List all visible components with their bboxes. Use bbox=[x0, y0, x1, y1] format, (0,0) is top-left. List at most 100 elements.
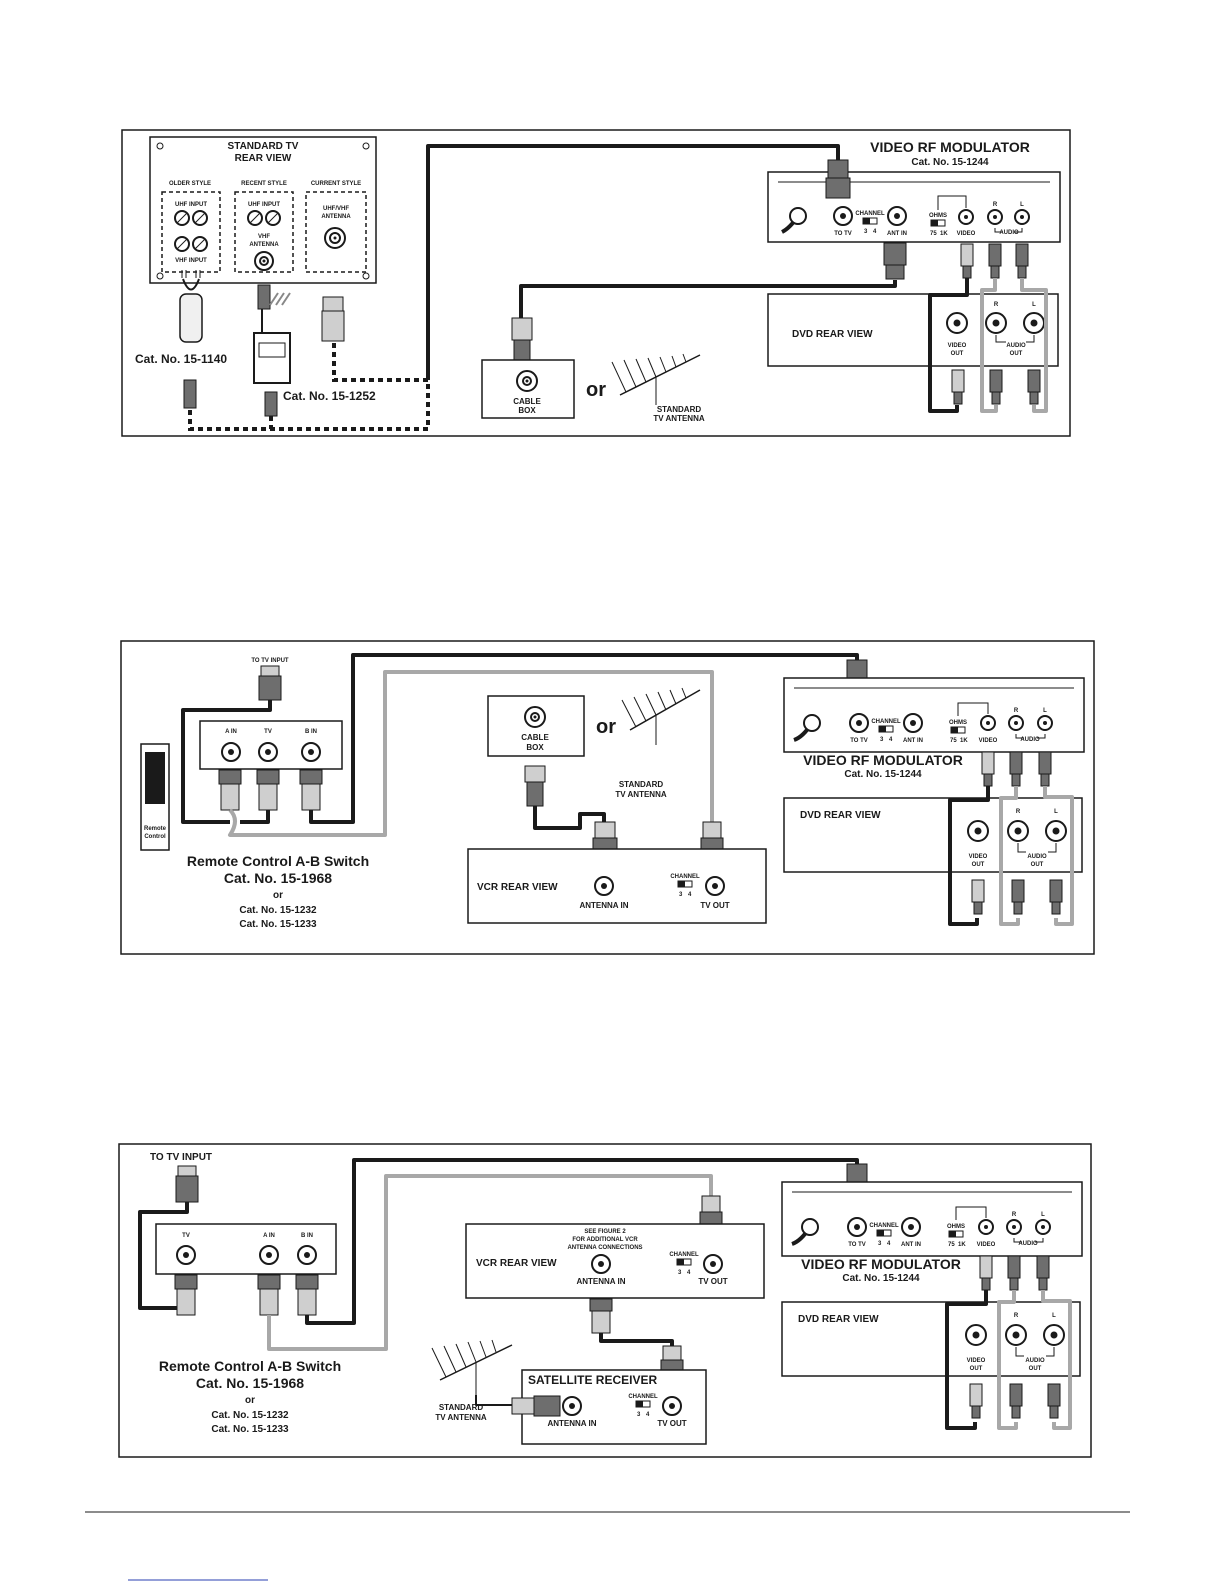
uhf-vhf-antenna-label-2: ANTENNA bbox=[321, 214, 351, 220]
ohms-label: OHMS bbox=[949, 720, 967, 726]
audio-out-label: AUDIO bbox=[1025, 1358, 1045, 1364]
r-label: R bbox=[1012, 1212, 1017, 1218]
rca-plug-icon bbox=[971, 879, 1063, 915]
modulator-title: VIDEO RF MODULATOR bbox=[801, 1256, 961, 1272]
cat-15-1233: Cat. No. 15-1233 bbox=[211, 1424, 289, 1435]
ch4-label: 4 bbox=[687, 1270, 691, 1276]
tv-label: TV bbox=[182, 1233, 190, 1239]
rca-plug-icon bbox=[969, 1383, 1061, 1419]
dvd-title: DVD REAR VIEW bbox=[798, 1314, 879, 1325]
audio-out-label-2: OUT bbox=[1031, 862, 1044, 868]
channel-label: CHANNEL bbox=[869, 1223, 899, 1229]
ch3-label: 3 bbox=[678, 1270, 682, 1276]
vhf-antenna-label: VHF bbox=[258, 234, 270, 240]
ohms-label: OHMS bbox=[947, 1224, 965, 1230]
switch-title: Remote Control A-B Switch bbox=[187, 853, 369, 869]
ch3-label: 3 bbox=[679, 892, 683, 898]
rf-modulator-rear: TO TV CHANNEL 3 4 ANT IN OHMS 75 1K VIDE… bbox=[781, 1181, 1083, 1257]
coax-jack-icon bbox=[254, 251, 274, 271]
dvd-title: DVD REAR VIEW bbox=[792, 329, 873, 340]
l-label: L bbox=[1041, 1212, 1045, 1218]
figure-3: TO TV INPUT TV A IN B IN Remote Control … bbox=[118, 1143, 1092, 1458]
dvd-r-label: R bbox=[994, 302, 999, 308]
audio-l-cable bbox=[1020, 278, 1048, 413]
rca-plug-icon bbox=[979, 1255, 1050, 1291]
dvd-l-label: L bbox=[1054, 809, 1058, 815]
uhf-vhf-antenna-label: UHF/VHF bbox=[323, 206, 349, 212]
rca-plug-icon bbox=[951, 369, 1041, 405]
coax-cable-gray bbox=[228, 670, 714, 837]
older-style-label: OLDER STYLE bbox=[169, 181, 211, 187]
recent-style-label: RECENT STYLE bbox=[241, 181, 287, 187]
coax-plug-icon bbox=[218, 769, 323, 811]
channel-label: CHANNEL bbox=[669, 1252, 699, 1258]
coax-plug-icon bbox=[511, 1395, 561, 1417]
sat-ch4-label: 4 bbox=[646, 1412, 650, 1418]
coax-cable bbox=[519, 280, 897, 318]
rf-modulator-rear: TO TV CHANNEL 3 4 ANT IN OHMS 75 1K VIDE… bbox=[767, 171, 1061, 243]
or-small: or bbox=[245, 1395, 255, 1406]
tv-title: STANDARD TV bbox=[228, 141, 299, 152]
cat-15-1232: Cat. No. 15-1232 bbox=[211, 1410, 289, 1421]
tv-antenna-icon bbox=[621, 687, 701, 745]
channel-label: CHANNEL bbox=[670, 874, 700, 880]
screw-terminals-recent-icon bbox=[247, 210, 281, 226]
audio-r-cable bbox=[999, 786, 1020, 926]
sat-tv-out-label: TV OUT bbox=[657, 1419, 686, 1428]
sat-ch3-label: 3 bbox=[637, 1412, 641, 1418]
audio-out-label: AUDIO bbox=[1027, 854, 1047, 860]
cat-15-1232: Cat. No. 15-1232 bbox=[239, 905, 317, 916]
optional-connection-cable bbox=[188, 343, 430, 431]
sat-antenna-in-label: ANTENNA IN bbox=[547, 1419, 596, 1428]
ab-switch: A IN TV B IN bbox=[199, 720, 343, 770]
current-style-label: CURRENT STYLE bbox=[311, 181, 361, 187]
vhf-antenna-label-2: ANTENNA bbox=[249, 242, 279, 248]
ab-switch: TV A IN B IN bbox=[155, 1223, 337, 1275]
modulator-cat: Cat. No. 15-1244 bbox=[842, 1273, 920, 1284]
ohm75-label: 75 bbox=[950, 738, 957, 744]
cat-15-1140: Cat. No. 15-1140 bbox=[135, 352, 227, 366]
cable-box-label-2: BOX bbox=[518, 406, 536, 415]
audio-out-label-2: OUT bbox=[1029, 1366, 1042, 1372]
ch4-label: 4 bbox=[889, 737, 893, 743]
see-figure-note-3: ANTENNA CONNECTIONS bbox=[567, 1245, 642, 1251]
video-out-label: VIDEO bbox=[969, 854, 988, 860]
ohm1k-label: 1K bbox=[940, 231, 948, 237]
to-tv-input-label: TO TV INPUT bbox=[251, 658, 289, 664]
coax-plug-icon bbox=[883, 242, 907, 280]
audio-label: AUDIO bbox=[1020, 737, 1040, 743]
coax-cable bbox=[426, 144, 840, 380]
coax-plug-icon bbox=[511, 317, 533, 363]
see-figure-note: SEE FIGURE 2 bbox=[584, 1229, 626, 1235]
ohm1k-label: 1K bbox=[958, 1242, 966, 1248]
switch-cat: Cat. No. 15-1968 bbox=[196, 1375, 304, 1391]
video-label: VIDEO bbox=[977, 1242, 996, 1248]
b-in-label: B IN bbox=[305, 729, 317, 735]
rf-modulator-rear: TO TV CHANNEL 3 4 ANT IN OHMS 75 1K VIDE… bbox=[783, 677, 1085, 753]
modulator-title: VIDEO RF MODULATOR bbox=[803, 752, 963, 768]
ant-in-label: ANT IN bbox=[887, 231, 907, 237]
coax-cable bbox=[181, 700, 272, 824]
tv-out-label: TV OUT bbox=[698, 1277, 727, 1286]
audio-r-cable bbox=[980, 278, 998, 413]
dvd-rear-view: DVD REAR VIEW VIDEO OUT R L AUDIO OUT bbox=[781, 1301, 1081, 1377]
video-out-label-2: OUT bbox=[972, 862, 985, 868]
ohm75-label: 75 bbox=[948, 1242, 955, 1248]
cat-15-1233: Cat. No. 15-1233 bbox=[239, 919, 317, 930]
remote-control-icon: Remote Control bbox=[140, 743, 170, 851]
switch-cat: Cat. No. 15-1968 bbox=[224, 870, 332, 886]
cable-box-label: CABLE bbox=[513, 397, 541, 406]
dvd-l-label: L bbox=[1032, 302, 1036, 308]
rca-plug-icon bbox=[960, 243, 1029, 279]
dvd-title: DVD REAR VIEW bbox=[800, 810, 881, 821]
audio-l-cable bbox=[1041, 1290, 1072, 1430]
uhf-input-recent-label: UHF INPUT bbox=[248, 202, 280, 208]
to-tv-label: TO TV bbox=[848, 1242, 866, 1248]
ch4-label: 4 bbox=[873, 229, 877, 235]
splitter-icon bbox=[253, 284, 291, 417]
coax-cable-2 bbox=[240, 810, 270, 824]
ch4-label: 4 bbox=[688, 892, 692, 898]
dvd-l-label: L bbox=[1052, 1313, 1056, 1319]
audio-label: AUDIO bbox=[1018, 1241, 1038, 1247]
